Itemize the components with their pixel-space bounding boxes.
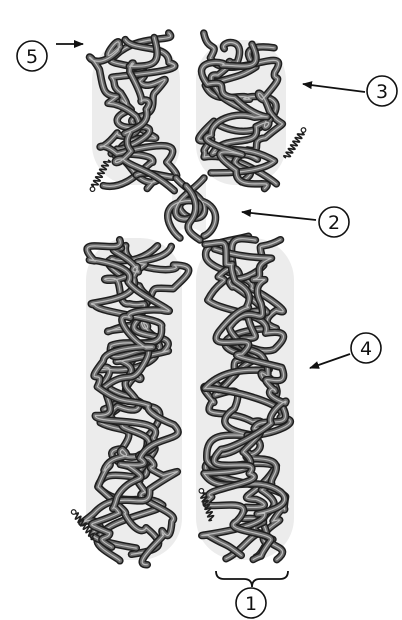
callout-5-label: 5: [26, 46, 38, 68]
callout-3: 3: [303, 76, 397, 106]
chromatid-brace: [216, 571, 288, 587]
callout-4-arrow: [310, 354, 350, 368]
callout-1-label: 1: [245, 593, 257, 615]
callout-4: 4: [310, 333, 381, 368]
callout-2-arrow: [242, 212, 316, 220]
callout-3-label: 3: [376, 81, 388, 103]
callout-1: 1: [216, 571, 288, 618]
callout-2: 2: [242, 207, 349, 237]
callout-3-arrow: [303, 84, 365, 92]
callout-4-label: 4: [360, 338, 372, 360]
callout-5: 5: [17, 41, 83, 71]
telomere-upper-right: [283, 126, 307, 159]
callout-2-label: 2: [328, 212, 340, 234]
telomere-upper-right-coil: [283, 131, 304, 160]
telomere-upper-left-tip: [89, 186, 95, 192]
telomere-upper-right-tip: [300, 127, 306, 133]
